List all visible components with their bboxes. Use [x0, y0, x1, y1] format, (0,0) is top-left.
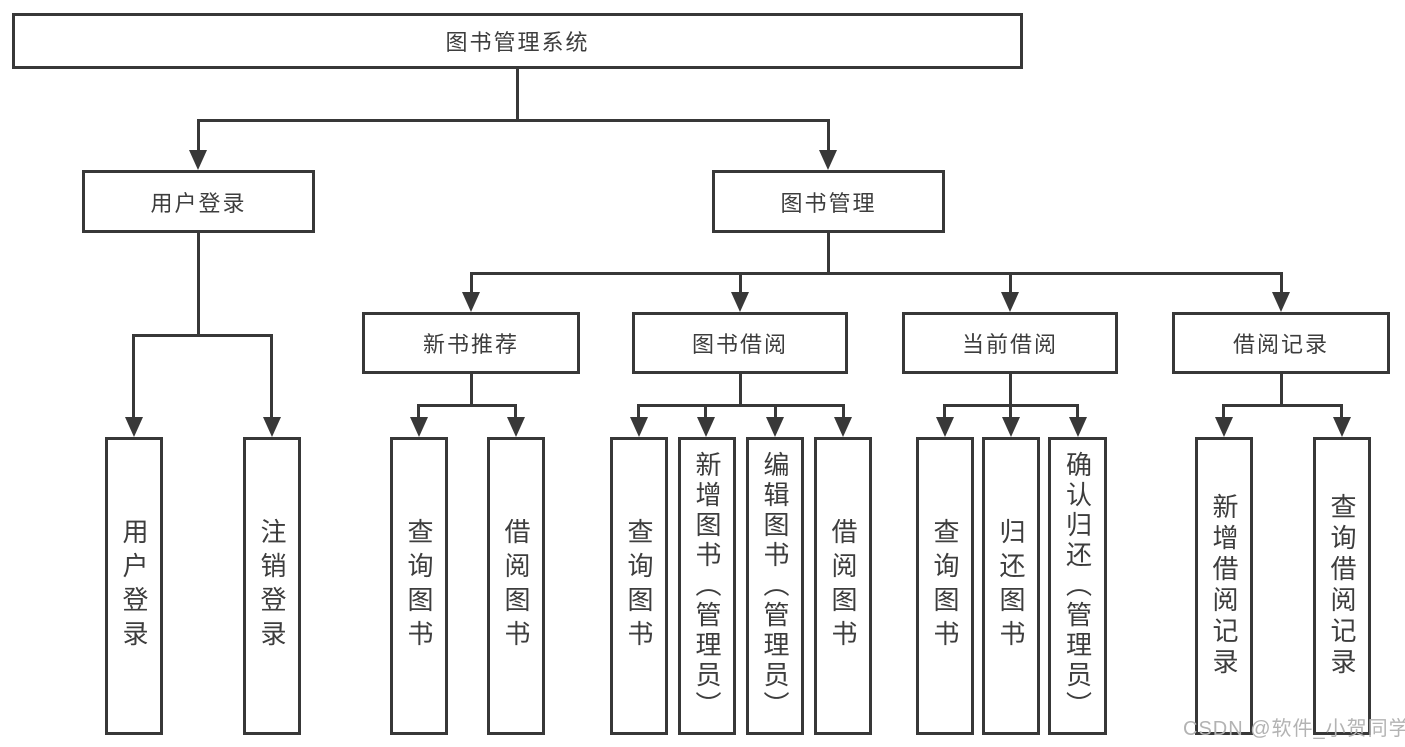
arrow-to-leaf-add-record — [1215, 417, 1233, 437]
node-current-borrow-label: 当前借阅 — [961, 332, 1058, 357]
arrow-to-current-borrow — [1001, 292, 1019, 312]
leaf-label: 借阅图书 — [501, 518, 531, 654]
leaf-label: 查询图书 — [404, 518, 434, 654]
node-borrow-records: 借阅记录 — [1172, 312, 1390, 374]
leaf-user-login: 用户登录 — [105, 437, 163, 735]
arrow-to-leaf-logout — [263, 417, 281, 437]
leaf-label: 借阅图书 — [828, 518, 858, 654]
connector-records-drop — [1280, 374, 1283, 406]
connector-current-drop — [1009, 374, 1012, 406]
arrow-to-leaf-borrow-books — [834, 417, 852, 437]
leaf-label: 新增借阅记录 — [1209, 493, 1239, 679]
node-current-borrow: 当前借阅 — [902, 312, 1118, 374]
arrow-to-leaf-query-newbooks — [410, 417, 428, 437]
leaf-label: 查询图书 — [624, 518, 654, 654]
arrow-to-book-management — [819, 150, 837, 170]
node-root-label: 图书管理系统 — [445, 30, 590, 55]
connector-borrow-stub-2 — [704, 404, 707, 420]
connector-l2-stub-3 — [1009, 272, 1012, 294]
connector-root-drop — [516, 69, 519, 121]
leaf-query-books-current: 查询图书 — [916, 437, 974, 735]
arrow-to-leaf-edit-books — [766, 417, 784, 437]
arrow-to-leaf-query-record — [1333, 417, 1351, 437]
leaf-label: 确认归还（管理员） — [1062, 451, 1093, 721]
arrow-to-leaf-query-borrow — [630, 417, 648, 437]
leaf-label: 用户登录 — [119, 518, 149, 654]
leaf-logout: 注销登录 — [243, 437, 301, 735]
leaf-query-books-newbooks: 查询图书 — [390, 437, 448, 735]
arrow-to-user-login — [189, 150, 207, 170]
node-book-borrow: 图书借阅 — [632, 312, 848, 374]
node-root: 图书管理系统 — [12, 13, 1023, 69]
arrow-to-leaf-confirm-return — [1069, 417, 1087, 437]
leaf-borrow-books-newbooks: 借阅图书 — [487, 437, 545, 735]
leaf-label: 归还图书 — [996, 518, 1026, 654]
leaf-return-books: 归还图书 — [982, 437, 1040, 735]
connector-l1-stub-right — [827, 119, 830, 152]
arrow-to-borrow-records — [1272, 292, 1290, 312]
node-user-login: 用户登录 — [82, 170, 315, 233]
connector-mgmt-drop — [827, 233, 830, 274]
connector-l2-branch — [470, 272, 1283, 275]
connector-current-stub-1 — [943, 404, 946, 420]
connector-newbooks-stub-1 — [417, 404, 420, 420]
connector-borrow-stub-3 — [774, 404, 777, 420]
leaf-confirm-return-admin: 确认归还（管理员） — [1048, 437, 1107, 735]
connector-current-stub-3 — [1076, 404, 1079, 420]
arrow-to-new-book-recommend — [462, 292, 480, 312]
arrow-to-leaf-return-books — [1002, 417, 1020, 437]
leaf-label: 查询图书 — [930, 518, 960, 654]
connector-newbooks-stub-2 — [514, 404, 517, 420]
node-new-book-recommend: 新书推荐 — [362, 312, 580, 374]
leaf-query-books-borrow: 查询图书 — [610, 437, 668, 735]
leaf-label: 新增图书（管理员） — [692, 451, 722, 721]
node-book-management-label: 图书管理 — [780, 190, 877, 216]
connector-login-stub-1 — [132, 334, 135, 419]
connector-records-stub-2 — [1340, 404, 1343, 420]
arrow-to-leaf-query-current — [936, 417, 954, 437]
connector-l2-stub-1 — [470, 272, 473, 294]
connector-borrow-stub-4 — [842, 404, 845, 420]
connector-records-stub-1 — [1222, 404, 1225, 420]
leaf-label: 编辑图书（管理员） — [760, 451, 790, 721]
node-borrow-records-label: 借阅记录 — [1232, 332, 1329, 357]
leaf-label: 查询借阅记录 — [1327, 493, 1357, 679]
connector-borrow-drop — [739, 374, 742, 406]
csdn-watermark: CSDN @软件_小贺同学 — [1183, 718, 1405, 740]
connector-current-stub-2 — [1009, 404, 1012, 420]
connector-borrow-branch — [637, 404, 845, 407]
node-book-borrow-label: 图书借阅 — [691, 332, 788, 357]
arrow-to-book-borrow — [731, 292, 749, 312]
connector-login-stub-2 — [270, 334, 273, 419]
leaf-borrow-books: 借阅图书 — [814, 437, 872, 735]
arrow-to-leaf-borrow-newbooks — [507, 417, 525, 437]
connector-newbooks-branch — [417, 404, 517, 407]
leaf-label: 注销登录 — [257, 518, 287, 654]
connector-newbooks-drop — [470, 374, 473, 406]
node-new-book-recommend-label: 新书推荐 — [422, 332, 519, 357]
node-user-login-label: 用户登录 — [150, 190, 247, 216]
arrow-to-leaf-user-login — [125, 417, 143, 437]
node-book-management: 图书管理 — [712, 170, 945, 233]
connector-login-branch — [132, 334, 273, 337]
leaf-add-borrow-record: 新增借阅记录 — [1195, 437, 1253, 735]
leaf-edit-books-admin: 编辑图书（管理员） — [746, 437, 804, 735]
connector-login-drop — [197, 233, 200, 336]
connector-borrow-stub-1 — [637, 404, 640, 420]
connector-records-branch — [1222, 404, 1343, 407]
arrow-to-leaf-add-books — [697, 417, 715, 437]
connector-l2-stub-4 — [1280, 272, 1283, 294]
connector-l2-stub-2 — [739, 272, 742, 294]
connector-l1-branch — [197, 119, 830, 122]
leaf-query-borrow-record: 查询借阅记录 — [1313, 437, 1371, 735]
leaf-add-books-admin: 新增图书（管理员） — [678, 437, 736, 735]
connector-l1-stub-left — [197, 119, 200, 152]
